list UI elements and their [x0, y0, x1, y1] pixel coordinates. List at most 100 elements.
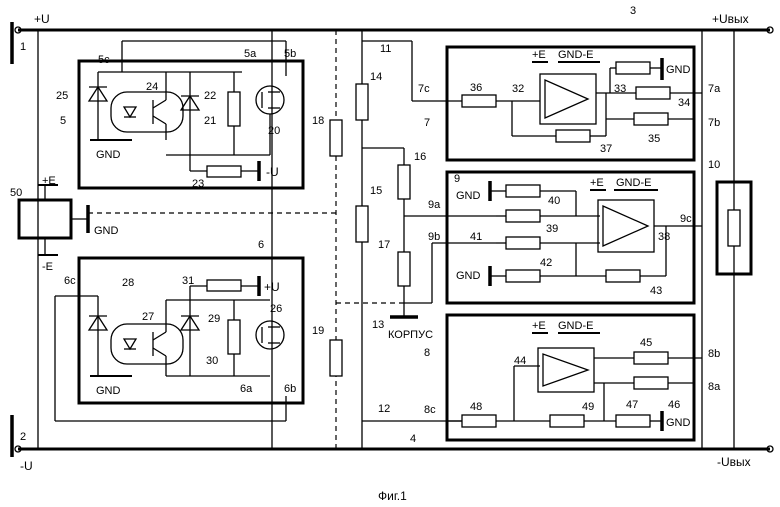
resistor-45	[634, 352, 668, 364]
num-19: 19	[312, 325, 324, 337]
num-26: 26	[270, 303, 282, 315]
num-41: 41	[470, 231, 482, 243]
num-25: 25	[56, 90, 68, 102]
label-minus-out: -Uвых	[717, 455, 751, 469]
num-6c: 6c	[64, 275, 76, 287]
num-45: 45	[640, 337, 652, 349]
num-14: 14	[370, 71, 382, 83]
label-gnd-9a: GND	[456, 190, 481, 202]
resistor-19	[330, 340, 342, 376]
label-gnd-e-8: GND-E	[558, 320, 593, 332]
opto-collector	[153, 100, 166, 108]
num-34: 34	[678, 97, 690, 109]
label-gnd-e-9: GND-E	[616, 177, 651, 189]
num-7: 7	[424, 117, 430, 129]
resistor-23	[207, 166, 241, 177]
optocoupler-27	[111, 324, 183, 364]
num-15: 15	[370, 185, 382, 197]
num-30: 30	[206, 355, 218, 367]
num-8b: 8b	[708, 348, 720, 360]
mosfet-26	[256, 321, 284, 349]
num-20: 20	[268, 125, 280, 137]
num-35: 35	[648, 133, 660, 145]
num-40: 40	[548, 195, 560, 207]
num-28: 28	[122, 277, 134, 289]
num-4: 4	[410, 433, 416, 445]
num-31: 31	[182, 275, 194, 287]
num-7c: 7c	[418, 83, 430, 95]
num-42: 42	[540, 257, 552, 269]
num-5a: 5a	[244, 48, 257, 60]
resistor-31	[207, 280, 241, 291]
opamp-38	[603, 206, 648, 246]
block-50	[19, 200, 71, 238]
num-49: 49	[582, 401, 594, 413]
num-23: 23	[192, 178, 204, 190]
label-minus-e-50: -E	[42, 261, 53, 273]
num-47: 47	[626, 399, 638, 411]
num-21: 21	[204, 115, 216, 127]
resistor-30	[228, 320, 240, 354]
num-7a: 7a	[708, 83, 721, 95]
num-5c: 5c	[98, 54, 110, 66]
resistor-16	[398, 165, 410, 199]
resistor-40	[506, 185, 540, 197]
num-5b: 5b	[284, 48, 296, 60]
num-37: 37	[600, 143, 612, 155]
resistor-49	[550, 415, 584, 427]
num-22: 22	[204, 90, 216, 102]
num-9a: 9a	[428, 199, 441, 211]
resistor-34	[636, 87, 670, 99]
resistor-14	[356, 84, 368, 120]
label-plus-e-8: +E	[532, 320, 546, 332]
resistor-22	[228, 92, 240, 126]
labels: +U -U +Uвых -Uвых Фиг.1 1 2 3 4 5 5a 5b …	[10, 5, 751, 503]
label-chassis: КОРПУС	[388, 329, 433, 341]
label-gnd-9b: GND	[456, 270, 481, 282]
num-8c: 8c	[424, 404, 436, 416]
resistor-37	[556, 130, 590, 142]
num-29: 29	[208, 313, 220, 325]
resistor-18	[330, 120, 342, 156]
label-minus-u: -U	[20, 459, 33, 473]
resistor-36	[462, 95, 496, 107]
num-6b: 6b	[284, 383, 296, 395]
resistor-47	[616, 415, 650, 427]
num-32: 32	[512, 83, 524, 95]
resistor-35	[634, 113, 668, 125]
num-9: 9	[454, 173, 460, 185]
num-48: 48	[470, 401, 482, 413]
mosfet-20	[256, 86, 284, 114]
resistor-43	[606, 270, 640, 282]
optocoupler-24	[111, 92, 183, 132]
label-module5-supply: -U	[266, 165, 279, 179]
label-gnd-e-7: GND-E	[558, 49, 593, 61]
resistor-42	[506, 237, 540, 249]
num-5: 5	[60, 115, 66, 127]
num-38: 38	[658, 231, 670, 243]
resistor-10	[728, 210, 740, 246]
resistor-33	[616, 62, 650, 74]
opamp-32	[545, 80, 588, 118]
label-plus-e-9: +E	[590, 177, 604, 189]
label-plus-u: +U	[34, 12, 50, 26]
num-17: 17	[378, 239, 390, 251]
label-gnd-6: GND	[96, 385, 121, 397]
label-gnd-5: GND	[96, 149, 121, 161]
opamp-44	[543, 354, 588, 386]
num-12: 12	[378, 403, 390, 415]
num-50: 50	[10, 187, 22, 199]
resistor-48	[462, 415, 496, 427]
num-10: 10	[708, 159, 720, 171]
num-2: 2	[20, 431, 26, 443]
label-plus-e-7: +E	[532, 49, 546, 61]
label-module6-supply: +U	[264, 280, 280, 294]
num-24: 24	[146, 81, 158, 93]
resistor-17	[398, 252, 410, 286]
num-7b: 7b	[708, 117, 720, 129]
label-gnd-8: GND	[666, 417, 691, 429]
opto-emitter-6	[153, 348, 166, 356]
num-46: 46	[668, 399, 680, 411]
resistor-39	[506, 210, 540, 222]
